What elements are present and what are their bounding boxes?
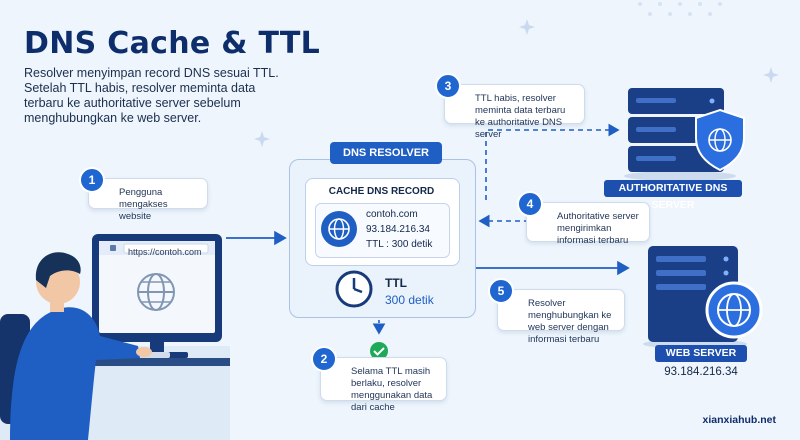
lock-icon — [110, 245, 116, 251]
ttl-value: 300 detik — [385, 293, 434, 307]
sparkle-icon — [763, 67, 779, 83]
step-5-callout: 5 Resolver menghubungkan ke web server d… — [488, 278, 625, 345]
step-text: Resolver menghubungkan ke web server den… — [528, 298, 612, 345]
step-text: Authoritative server mengirimkan informa… — [557, 211, 639, 246]
step-3-callout: 3 TTL habis, resolver meminta data terba… — [435, 73, 585, 140]
clock-icon — [335, 270, 373, 308]
step-1-callout: 1 Pengguna mengakses website — [79, 167, 208, 222]
browser-url: https://contoh.com — [128, 247, 202, 257]
record-domain: contoh.com — [366, 209, 418, 220]
ttl-label: TTL — [385, 276, 407, 290]
record-ip: 93.184.216.34 — [366, 224, 430, 235]
check-icon — [370, 342, 388, 360]
step-number: 4 — [517, 191, 543, 217]
web-server-icon — [643, 246, 763, 349]
step-text: Selama TTL masih berlaku, resolver mengg… — [351, 366, 433, 413]
arrow-resolver-to-auth — [485, 123, 620, 200]
web-server-label: WEB SERVER — [655, 345, 747, 362]
cache-title: CACHE DNS RECORD — [328, 186, 435, 197]
step-number: 2 — [311, 346, 337, 372]
step-2-callout: 2 Selama TTL masih berlaku, resolver men… — [311, 346, 447, 413]
page-title: DNS Cache & TTL — [24, 26, 321, 61]
auth-server-label: AUTHORITATIVE DNS SERVER — [604, 180, 742, 211]
user-at-computer-illustration — [0, 234, 230, 440]
step-number: 5 — [488, 278, 514, 304]
step-text: TTL habis, resolver meminta data terbaru… — [475, 93, 566, 140]
step-text: Pengguna mengakses website — [119, 187, 168, 222]
sparkle-icon — [519, 19, 535, 35]
page-subtitle: Resolver menyimpan record DNS sesuai TTL… — [24, 66, 279, 125]
authoritative-server-icon — [624, 88, 745, 181]
web-server-ip: 93.184.216.34 — [664, 366, 738, 378]
step-4-callout: 4 Authoritative server mengirimkan infor… — [517, 191, 650, 246]
sparkle-icon — [254, 131, 270, 147]
step-number: 3 — [435, 73, 461, 99]
resolver-title: DNS RESOLVER — [330, 142, 442, 164]
watermark: xianxiahub.net — [702, 414, 776, 426]
step-number: 1 — [79, 167, 105, 193]
globe-icon — [321, 211, 357, 247]
record-ttl: TTL : 300 detik — [366, 239, 433, 250]
